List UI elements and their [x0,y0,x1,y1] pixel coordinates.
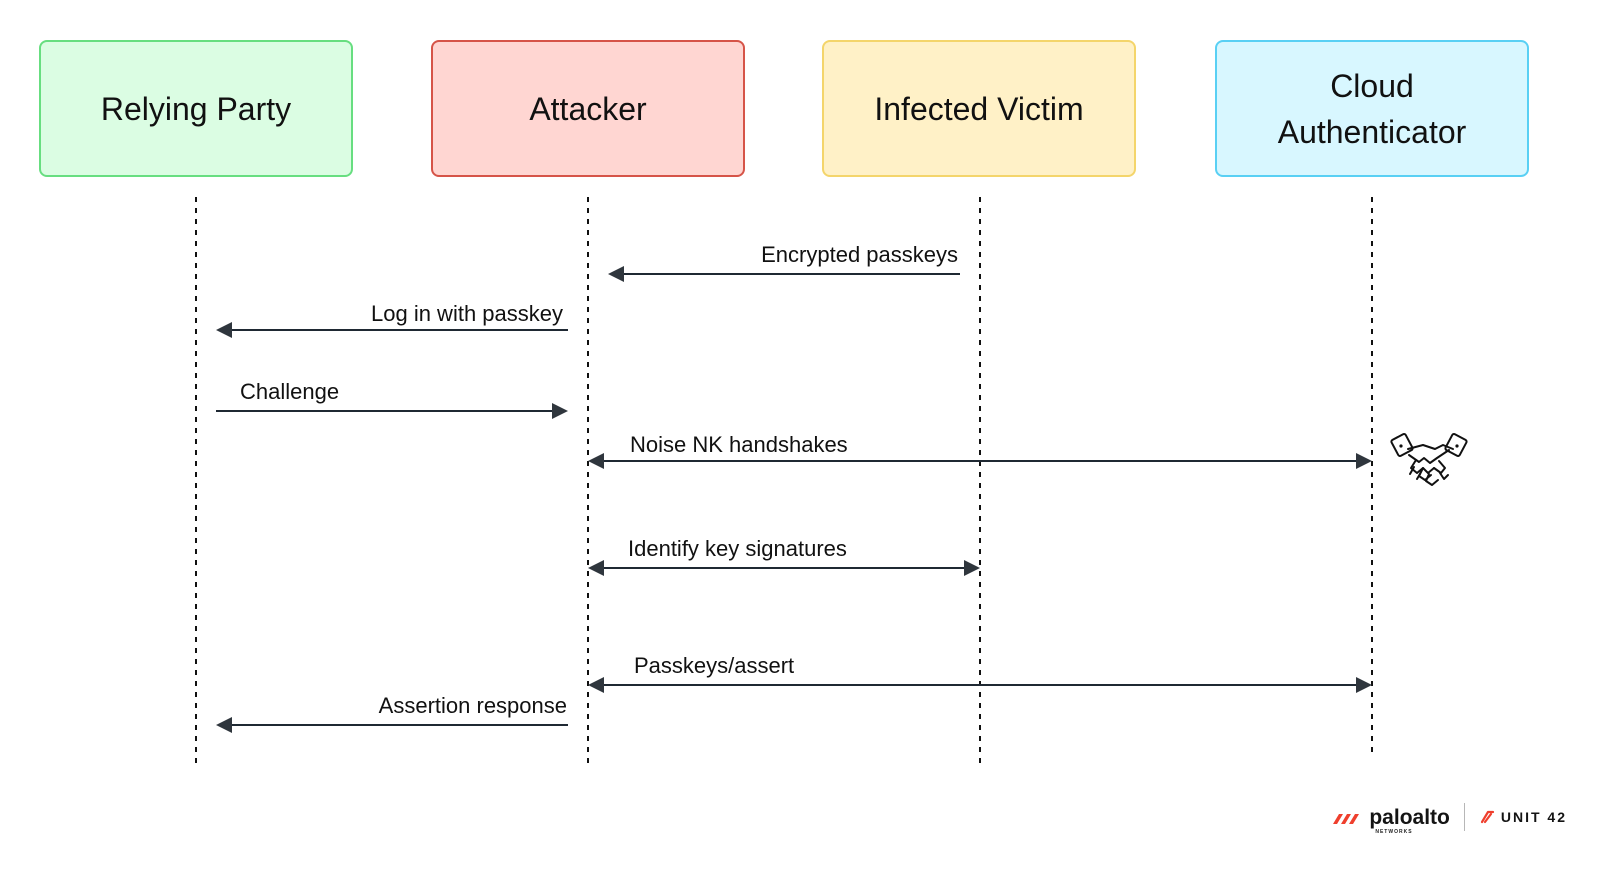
actor-infected-victim: Infected Victim [822,40,1136,177]
arrow-right-icon [552,403,568,419]
brand-footer: paloalto NETWORKS UNIT 42 [1329,800,1567,835]
actor-label-cloud-authenticator: Cloud Authenticator [1277,67,1467,150]
unit42-logo-icon [1480,810,1494,824]
message-label-identify-key-signatures: Identify key signatures [628,536,847,561]
arrow-right-icon [1356,453,1372,469]
message-passkeys-assert: Passkeys/assert [588,653,1372,693]
message-label-log-in-with-passkey: Log in with passkey [371,301,563,326]
message-label-assertion-response: Assertion response [379,693,567,718]
message-identify-key-signatures: Identify key signatures [588,536,980,576]
arrow-left-icon [588,560,604,576]
arrow-right-icon [1356,677,1372,693]
handshake-icon [1390,433,1468,486]
message-label-challenge: Challenge [240,379,339,404]
message-encrypted-passkeys: Encrypted passkeys [608,242,960,282]
message-label-passkeys-assert: Passkeys/assert [634,653,794,678]
arrow-left-icon [588,453,604,469]
message-log-in-with-passkey: Log in with passkey [216,301,568,338]
arrow-left-icon [216,322,232,338]
message-label-encrypted-passkeys: Encrypted passkeys [761,242,958,267]
message-assertion-response: Assertion response [216,693,568,733]
arrow-left-icon [588,677,604,693]
arrow-left-icon [608,266,624,282]
actor-cloud-authenticator: Cloud Authenticator [1215,40,1529,177]
arrow-right-icon [964,560,980,576]
message-challenge: Challenge [216,379,568,419]
paloalto-branding: paloalto NETWORKS [1329,805,1450,835]
unit42-logo-text: UNIT 42 [1500,809,1567,825]
actor-relying-party: Relying Party [39,40,353,177]
paloalto-networks-text: NETWORKS [1375,829,1413,835]
actor-label-attacker: Attacker [529,90,647,127]
message-label-noise-nk-handshakes: Noise NK handshakes [630,432,848,457]
arrow-left-icon [216,717,232,733]
paloalto-logo-icon [1333,814,1360,824]
unit42-branding: UNIT 42 [1479,808,1567,826]
actor-label-relying-party: Relying Party [100,90,292,127]
paloalto-logo-text: paloalto [1369,805,1450,829]
actor-label-infected-victim: Infected Victim [874,90,1084,127]
logo-divider [1463,803,1465,831]
actor-attacker: Attacker [431,40,745,177]
message-noise-nk-handshakes: Noise NK handshakes [588,432,1372,469]
